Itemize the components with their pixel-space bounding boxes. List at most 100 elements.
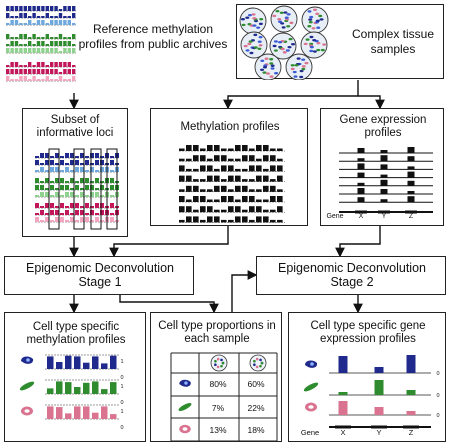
methylation-bar	[235, 175, 241, 182]
reference-locus-bar	[19, 6, 23, 11]
proportion-table-grid	[170, 352, 278, 442]
sample-cell-dot	[253, 363, 256, 367]
cell-gene-bar	[374, 367, 384, 373]
tissue-cell-dot	[301, 67, 306, 71]
methylation-bar	[193, 155, 199, 162]
loci-bar	[50, 181, 54, 183]
reference-locus-bar	[19, 65, 23, 67]
methylation-bar	[242, 209, 248, 213]
sample-cell-dot	[255, 357, 259, 361]
methylation-profiles-label: Methylation profiles	[180, 121, 280, 133]
loci-bar	[85, 178, 89, 183]
cell-methylation-bar	[83, 362, 90, 369]
reference-locus-bar	[45, 6, 49, 11]
reference-locus-bar	[6, 69, 10, 74]
cell-methylation-bar	[56, 381, 63, 394]
loci-bar	[35, 185, 39, 190]
methylation-bar	[221, 148, 227, 151]
methylation-bar	[193, 216, 199, 223]
gene-expression-bar	[380, 164, 388, 170]
arrow-stage1-to-proportions	[119, 295, 219, 314]
loci-bar	[110, 203, 114, 208]
loci-bar	[95, 213, 99, 215]
methylation-bar	[235, 206, 241, 213]
sample-cell-dot	[259, 364, 262, 368]
reference-locus-bar	[28, 37, 32, 39]
reference-locus-bar	[23, 34, 27, 39]
methylation-bar	[221, 179, 227, 182]
loci-bar	[110, 156, 114, 158]
loci-bar	[65, 210, 69, 215]
deconvolution-stage1-label: Epigenomic Deconvolution Stage 1	[25, 261, 174, 289]
loci-bar	[110, 195, 114, 197]
tissue-dish-icon	[285, 53, 313, 80]
reference-locus-bar	[32, 48, 36, 53]
methylation-bar	[207, 206, 213, 213]
reference-locus-bar	[54, 37, 58, 39]
reference-locus-bar	[10, 16, 14, 18]
loci-bar	[55, 192, 59, 197]
loci-bar	[75, 156, 79, 158]
cell-methylation-bar	[92, 381, 99, 394]
loci-bar	[80, 153, 84, 158]
reference-locus-bar	[50, 16, 54, 18]
cell-gene-label: Cell type specific gene expression profi…	[310, 320, 426, 345]
reference-locus-bar	[63, 62, 67, 67]
tissue-cell-dot	[291, 43, 296, 46]
loci-bar	[90, 163, 94, 165]
methylation-bar	[277, 175, 283, 182]
methylation-bar	[179, 206, 185, 213]
loci-bar	[40, 206, 44, 208]
gene-expression-bar	[407, 191, 415, 194]
methylation-bar	[249, 165, 255, 172]
tissue-cell-dot	[245, 16, 250, 19]
methylation-bar	[242, 168, 248, 172]
methylation-bar	[277, 165, 283, 172]
green-cell-icon	[178, 403, 192, 411]
tissue-dish-icon	[240, 31, 268, 59]
tissue-cell-dot	[263, 66, 268, 69]
methylation-bar	[256, 165, 262, 172]
loci-bar	[65, 153, 69, 158]
reference-locus-bar	[32, 44, 36, 46]
gene-expression-bar	[407, 147, 415, 153]
tissue-dish-icon	[300, 31, 328, 59]
tissue-cell-dot	[274, 72, 279, 75]
methylation-bar	[270, 219, 276, 223]
loci-bar	[55, 153, 59, 158]
reference-locus-bar	[67, 69, 71, 74]
reference-locus-bar	[28, 20, 32, 25]
tissue-cell-dot	[289, 21, 294, 25]
tissue-cell-dot	[307, 24, 312, 28]
cell-methylation-bar	[65, 355, 72, 369]
sample-cell-dot	[253, 359, 256, 363]
methylation-bar	[214, 209, 220, 213]
methylation-bar	[249, 206, 255, 213]
reference-locus-bar	[63, 37, 67, 39]
tissue-cell-dot	[280, 22, 285, 25]
arrow-methylation-to-stage1	[109, 226, 229, 258]
loci-bar	[90, 153, 94, 158]
methylation-bar	[242, 216, 248, 223]
loci-bar	[95, 178, 99, 183]
tissue-cell-dot	[256, 26, 261, 29]
tissue-cell-dot	[282, 51, 287, 54]
reference-locus-bar	[72, 69, 76, 74]
loci-bar	[35, 156, 39, 158]
informative-locus-box	[106, 148, 118, 230]
cell-methylation-bar	[47, 388, 54, 394]
tissue-dish-rim	[254, 53, 282, 80]
tissue-cell-dot	[304, 61, 309, 65]
loci-bar	[85, 160, 89, 165]
tissue-cell-dot	[278, 20, 283, 23]
reference-locus-bar	[23, 76, 27, 81]
loci-bar	[45, 188, 49, 190]
proportion-green-s1: 7%	[211, 403, 225, 413]
reference-locus-bar	[67, 37, 71, 39]
loci-bar	[65, 167, 69, 172]
scale-tick-bottom-1: 0	[120, 375, 124, 381]
reference-locus-bar	[32, 23, 36, 25]
methylation-bar	[221, 209, 227, 213]
gene-expression-bar	[357, 172, 365, 178]
reference-locus-bar	[19, 69, 23, 74]
